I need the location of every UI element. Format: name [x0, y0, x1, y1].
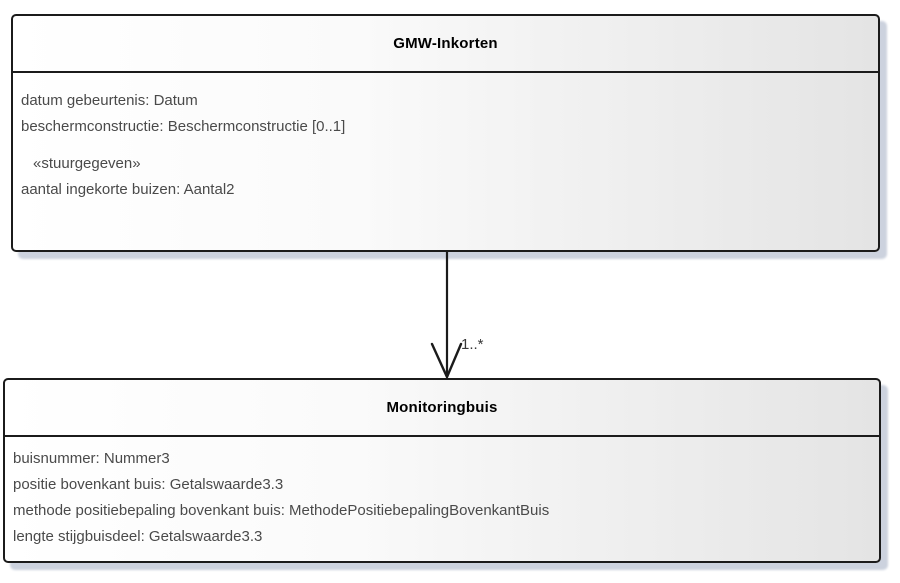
attributes-compartment: datum gebeurtenis: Datum beschermconstru… [13, 73, 878, 203]
class-header: GMW-Inkorten [13, 16, 878, 73]
class-attribute: methode positiebepaling bovenkant buis: … [13, 502, 550, 519]
class-attribute: buisnummer: Nummer3 [13, 450, 170, 467]
class-attribute: datum gebeurtenis: Datum [21, 92, 198, 109]
attributes-compartment: buisnummer: Nummer3 positie bovenkant bu… [5, 437, 879, 550]
open-arrowhead-icon [430, 342, 463, 380]
class-box-gmw-inkorten: GMW-Inkorten datum gebeurtenis: Datum be… [11, 14, 880, 252]
multiplicity-label: 1..* [461, 336, 484, 353]
class-attribute: beschermconstructie: Beschermconstructie… [21, 118, 346, 135]
class-header: Monitoringbuis [5, 380, 879, 437]
class-title: GMW-Inkorten [393, 35, 498, 52]
class-attribute: positie bovenkant buis: Getalswaarde3.3 [13, 476, 284, 493]
association-connector [430, 252, 463, 380]
stereotype-label: «stuurgegeven» [33, 155, 141, 172]
class-attribute: aantal ingekorte buizen: Aantal2 [21, 181, 235, 198]
class-attribute: lengte stijgbuisdeel: Getalswaarde3.3 [13, 528, 263, 545]
class-box-monitoringbuis: Monitoringbuis buisnummer: Nummer3 posit… [3, 378, 881, 563]
class-title: Monitoringbuis [386, 399, 498, 416]
